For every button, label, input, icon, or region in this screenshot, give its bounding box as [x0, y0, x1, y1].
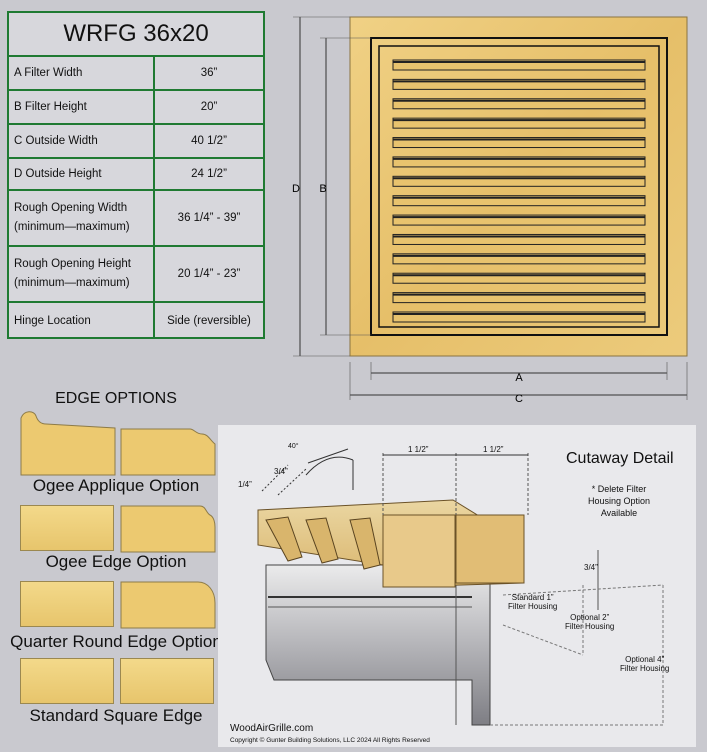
frame-stile-1 — [382, 514, 456, 588]
housing-label-optional-4: Optional 4” Filter Housing — [620, 655, 670, 673]
louver-section-3 — [349, 517, 381, 570]
dim-label-c: C — [515, 393, 523, 405]
housing-label-optional-2: Optional 2” Filter Housing — [565, 613, 615, 631]
grille-louvers — [392, 59, 646, 323]
cutaway-note: * Delete Filter Housing Option Available — [588, 484, 651, 518]
spec-value: 36” — [200, 67, 218, 79]
spec-label: Rough Opening Height (minimum—maximum) — [9, 247, 155, 301]
spec-label: Rough Opening Width (minimum—maximum) — [9, 191, 155, 245]
site-url: WoodAirGrille.com — [230, 723, 314, 734]
spec-row-rough-width: Rough Opening Width (minimum—maximum) 36… — [9, 191, 263, 247]
louver-slat — [392, 78, 646, 90]
ogee-edge-profile-right — [120, 505, 216, 553]
spec-row-outside-height: D Outside Height 24 1/2” — [9, 159, 263, 191]
angle-line — [307, 448, 349, 464]
spec-value: 20 1/4” - 23” — [177, 268, 241, 280]
dim-label-a: A — [515, 372, 523, 384]
spec-table: WRFG 36x20 A Filter Width 36” B Filter H… — [7, 11, 265, 339]
spec-label: A Filter Width — [9, 57, 155, 89]
leader-housing-2 — [502, 624, 584, 656]
spec-label: B Filter Height — [9, 91, 155, 123]
dim-one-half-a: 1 1/2” — [408, 445, 429, 454]
edge-options-title: EDGE OPTIONS — [55, 390, 177, 407]
louver-section-1 — [265, 516, 303, 562]
grille-front-view: D B A C — [292, 16, 688, 405]
louver-slat — [392, 137, 646, 149]
louver-slat — [392, 233, 646, 245]
spec-value: 36 1/4” - 39” — [177, 212, 241, 224]
louver-slat — [392, 59, 646, 71]
spec-row-filter-width: A Filter Width 36” — [9, 57, 263, 91]
louver-slat — [392, 292, 646, 304]
frame-stile-2 — [455, 514, 525, 584]
housing-label-standard: Standard 1” Filter Housing — [508, 593, 558, 611]
dim-label-d: D — [292, 183, 300, 195]
angle-arc — [305, 456, 354, 476]
spec-value: Side (reversible) — [167, 315, 251, 327]
spec-row-filter-height: B Filter Height 20” — [9, 91, 263, 125]
dim-label-b: B — [319, 183, 326, 195]
copyright: Copyright © Gunter Building Solutions, L… — [230, 737, 430, 744]
edge-caption-ogee-applique: Ogee Applique Option — [32, 476, 200, 495]
spec-label: C Outside Width — [9, 125, 155, 157]
dim-angle: 40° — [288, 443, 299, 450]
spec-label: Hinge Location — [9, 303, 155, 339]
dim-three-quarter-top: 3/4” — [274, 467, 288, 476]
edge-caption-standard-square: Standard Square Edge — [29, 706, 203, 725]
louver-slat — [392, 195, 646, 207]
cutaway-detail-panel: 40° 3/4” 1/4” 1 1/2” 1 1/2” 3/4” Cutaway… — [218, 425, 696, 747]
edge-caption-quarter-round: Quarter Round Edge Option — [10, 632, 222, 651]
grille-inner-border — [370, 37, 668, 336]
square-edge-profile-right — [120, 658, 214, 704]
edge-caption-ogee-edge: Ogee Edge Option — [45, 552, 187, 571]
spec-row-outside-width: C Outside Width 40 1/2” — [9, 125, 263, 159]
quarter-round-profile-right — [120, 581, 216, 629]
spec-label: D Outside Height — [9, 159, 155, 189]
cutaway-drawing — [257, 448, 664, 726]
louver-slat — [392, 175, 646, 187]
spec-value: 40 1/2” — [191, 135, 227, 147]
louver-section-2 — [305, 517, 339, 564]
spec-value: 20” — [200, 101, 218, 113]
louver-slat — [392, 214, 646, 226]
quarter-round-profile-left — [20, 581, 114, 627]
ogee-applique-profile-right — [120, 428, 216, 476]
spec-row-hinge: Hinge Location Side (reversible) — [9, 303, 263, 339]
louver-slat — [392, 311, 646, 323]
spec-row-rough-height: Rough Opening Height (minimum—maximum) 2… — [9, 247, 263, 303]
grille-opening — [378, 45, 660, 328]
ogee-applique-profile-left — [20, 411, 116, 476]
square-edge-profile-left — [20, 658, 114, 704]
louver-slat — [392, 272, 646, 284]
dim-quarter: 1/4” — [238, 480, 252, 489]
dim-three-quarter-side: 3/4” — [584, 563, 598, 572]
louver-slat — [392, 98, 646, 110]
louver-slat — [392, 253, 646, 265]
louver-slat — [392, 117, 646, 129]
cutaway-title: Cutaway Detail — [566, 450, 674, 467]
dim-one-half-b: 1 1/2” — [483, 445, 504, 454]
louver-slat — [392, 156, 646, 168]
spec-value: 24 1/2” — [191, 168, 227, 180]
ogee-edge-profile-left — [20, 505, 114, 551]
spec-title: WRFG 36x20 — [9, 13, 263, 57]
